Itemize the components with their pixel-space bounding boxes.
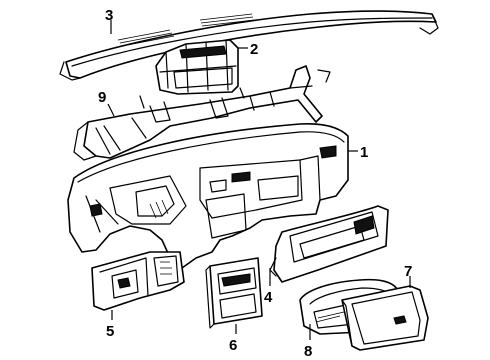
callout-9: 9 xyxy=(98,89,106,106)
part-9-reinforcement-frame[interactable] xyxy=(73,65,331,161)
callout-8: 8 xyxy=(304,343,312,360)
part-1-instrument-panel[interactable] xyxy=(67,123,349,269)
callout-1: 1 xyxy=(360,144,368,161)
part-2-cluster-hood[interactable] xyxy=(155,39,239,95)
part-4-lower-trim-panel[interactable] xyxy=(269,205,389,283)
callout-3: 3 xyxy=(105,7,113,24)
callout-5: 5 xyxy=(106,323,114,340)
callout-4: 4 xyxy=(264,289,273,306)
callout-6: 6 xyxy=(229,337,237,354)
part-7-glove-box-door[interactable] xyxy=(341,285,429,351)
part-6-center-finish-panel[interactable] xyxy=(205,257,263,329)
part-5-lower-left-panel[interactable] xyxy=(91,251,185,311)
callout-2: 2 xyxy=(250,41,258,58)
callout-7: 7 xyxy=(404,263,412,280)
part-3-defroster-garnish[interactable] xyxy=(59,10,439,81)
